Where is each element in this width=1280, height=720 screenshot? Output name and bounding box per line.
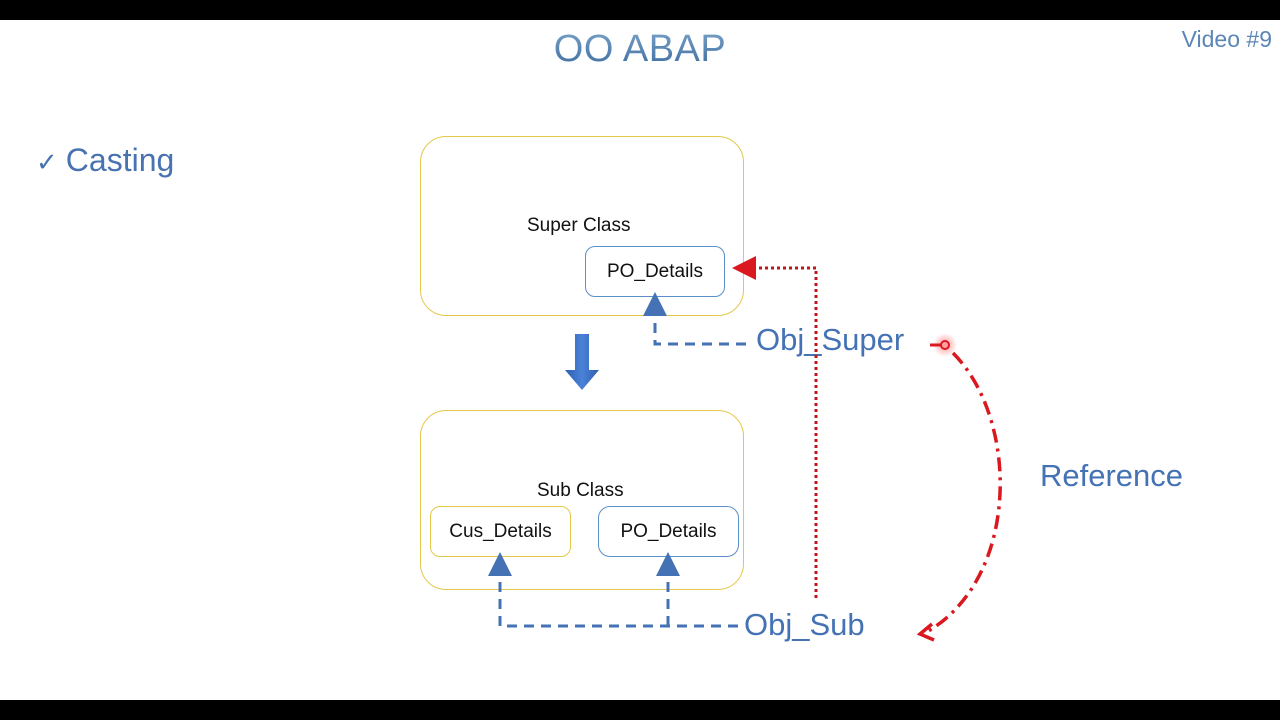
connectors [488, 256, 1002, 642]
reference-curve-connector [924, 351, 1002, 635]
obj-sub-to-cus-details-connector [488, 552, 738, 628]
reference-origin-dot [940, 340, 950, 350]
reference-arrowhead-icon [916, 622, 935, 642]
slide-title: OO ABAP [0, 28, 1280, 71]
checkmark-icon: ✓ [36, 147, 58, 177]
casting-red-dotted-connector [732, 256, 818, 598]
super-class-label: Super Class [527, 215, 631, 236]
obj-super-to-super-po-connector [643, 292, 746, 346]
sub-class-label: Sub Class [537, 480, 624, 501]
sub-class-box [420, 410, 744, 590]
bullet-text: Casting [65, 142, 175, 178]
video-label: Video #9 [1181, 26, 1272, 52]
sub-po-details-label: PO_Details [620, 520, 717, 542]
reference-label: Reference [1040, 458, 1184, 493]
super-po-details-label: PO_Details [606, 260, 704, 282]
obj-sub-label: Obj_Sub [744, 607, 865, 642]
slide: OO ABAP Video #9 ✓Casting Super Class PO… [0, 20, 1280, 700]
inheritance-down-arrow-icon [565, 334, 599, 390]
super-class-box [420, 136, 744, 316]
obj-super-label: Obj_Super [756, 322, 905, 357]
bullet-casting: ✓Casting [36, 142, 174, 179]
sub-cus-details-label: Cus_Details [449, 520, 552, 542]
reference-origin-glow [933, 333, 957, 357]
